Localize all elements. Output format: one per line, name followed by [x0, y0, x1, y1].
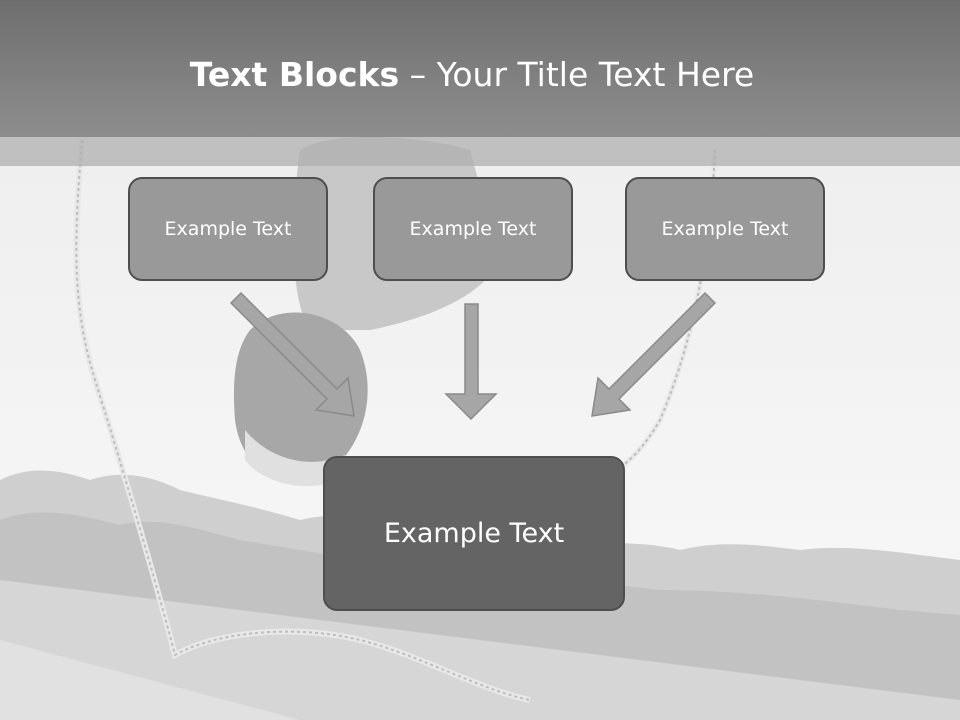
text-block-label: Example Text [383, 518, 565, 549]
text-block-label: Example Text [409, 218, 537, 240]
slide-title-bold: Text Blocks [189, 55, 400, 94]
text-block-top-left[interactable]: Example Text [128, 177, 328, 281]
text-block-label: Example Text [164, 218, 292, 240]
slide-title-rest: – Your Title Text Here [399, 55, 755, 94]
title-bar [0, 0, 960, 137]
arrow-down-icon [444, 303, 498, 421]
arrow-down-left-icon [591, 291, 717, 417]
slide-title[interactable]: Text Blocks – Your Title Text Here [0, 52, 944, 98]
arrow-down-right-icon [229, 291, 355, 417]
text-block-bottom[interactable]: Example Text [323, 456, 625, 611]
text-block-label: Example Text [661, 218, 789, 240]
text-block-top-center[interactable]: Example Text [373, 177, 573, 281]
title-strip [0, 137, 960, 166]
text-block-top-right[interactable]: Example Text [625, 177, 825, 281]
